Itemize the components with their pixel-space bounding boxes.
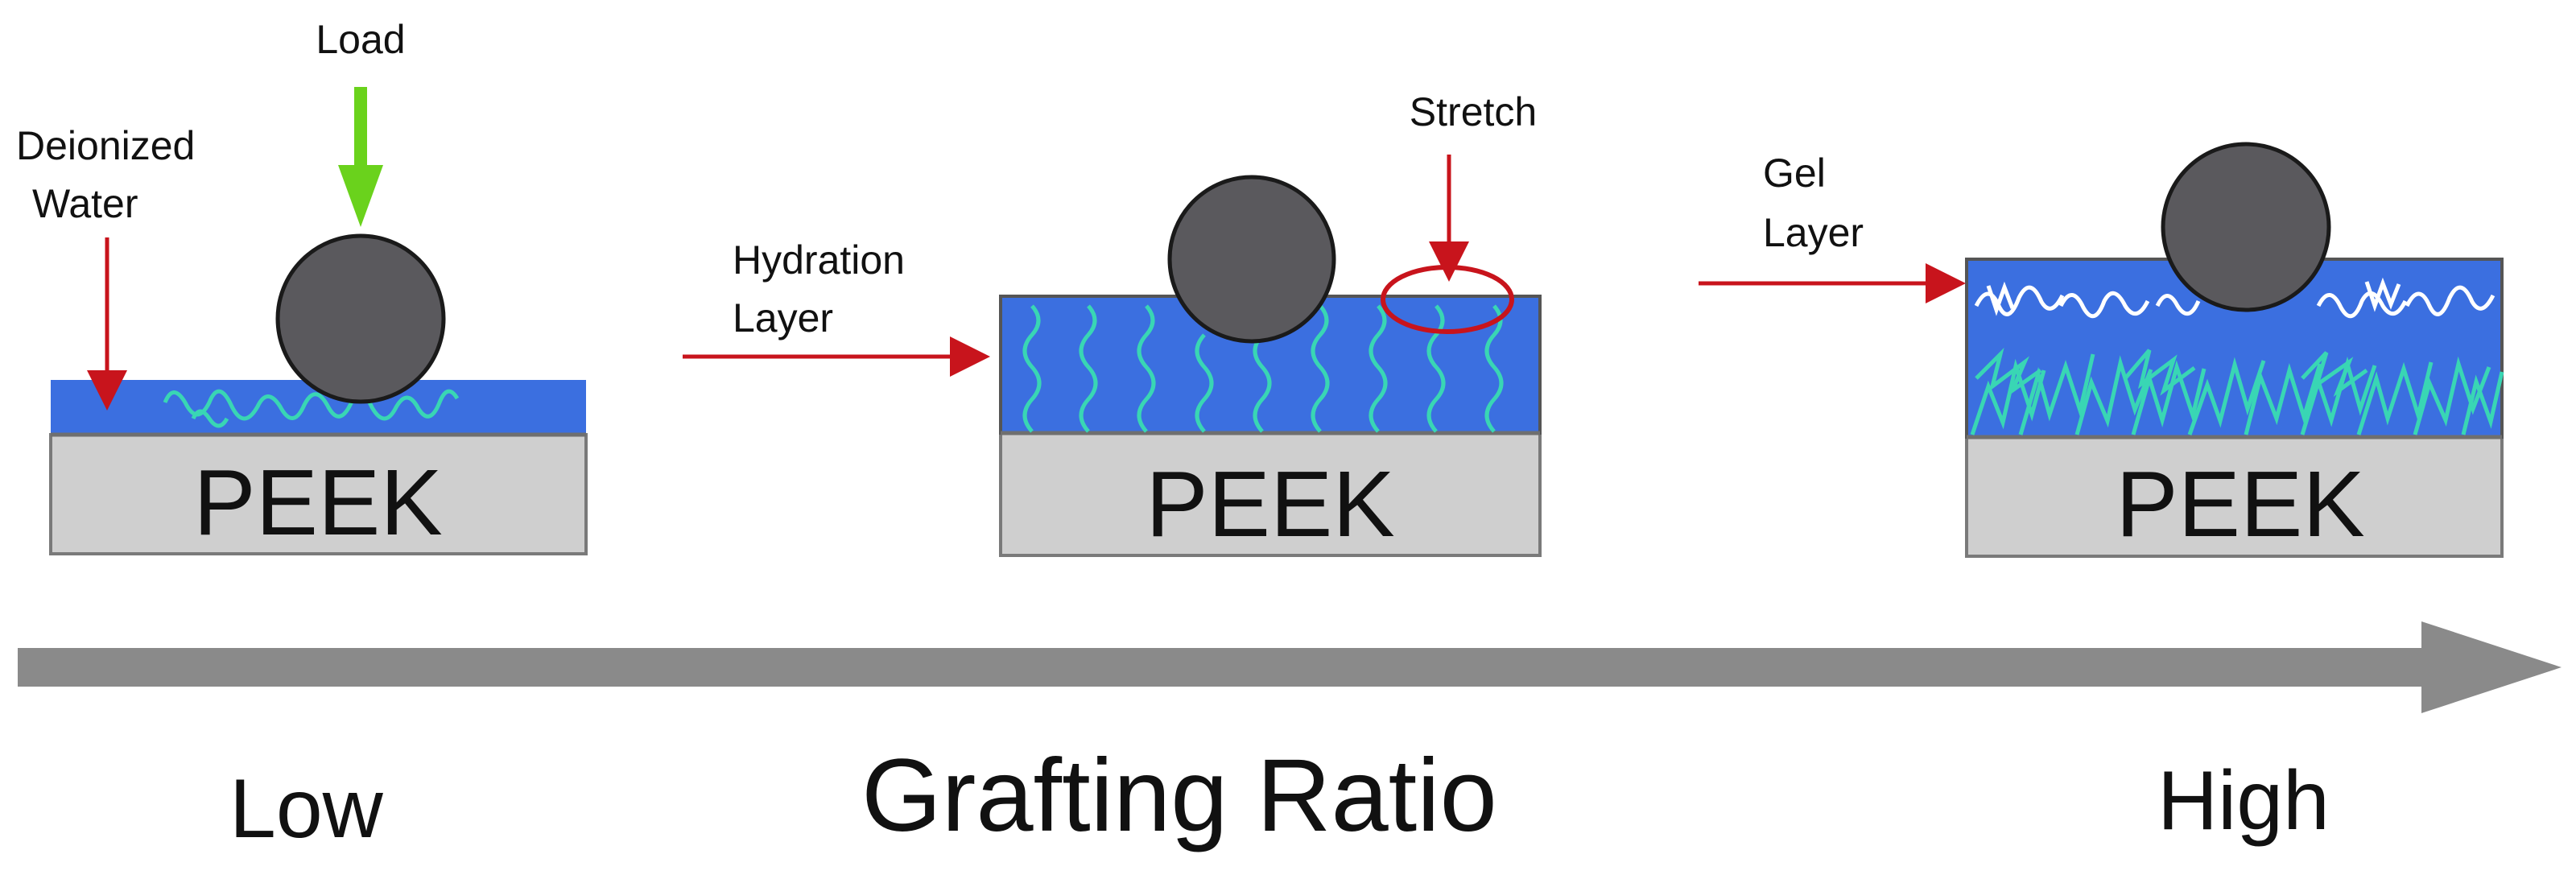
panel-low: PEEK Load Deionized Water	[16, 17, 588, 555]
deionized-label: Deionized	[16, 123, 195, 168]
panel-high: PEEK Gel Layer	[1699, 142, 2504, 558]
polymer-chains-medium	[1022, 304, 1504, 433]
hydration-layer-label: Layer	[733, 295, 833, 340]
gel-surface-chains	[1974, 277, 2496, 319]
water-label: Water	[32, 181, 138, 226]
axis-arrow-shaft	[18, 648, 2425, 687]
panel-medium: PEEK Hydration Layer Stretch	[683, 89, 1542, 557]
grafting-ratio-axis: Low Grafting Ratio High	[18, 621, 2562, 856]
axis-high-label: High	[2157, 754, 2330, 848]
stretch-circle	[1381, 265, 1514, 334]
hydration-label: Hydration	[733, 237, 905, 283]
peek-label-medium: PEEK	[1146, 452, 1394, 556]
load-ball-low	[275, 233, 446, 404]
peek-label-low: PEEK	[193, 450, 442, 555]
gel-layer-label: Layer	[1763, 210, 1864, 255]
load-ball-medium	[1167, 175, 1336, 344]
peek-substrate-high	[1965, 435, 2504, 558]
polymer-brush-high	[1970, 347, 2504, 435]
axis-low-label: Low	[229, 762, 384, 856]
axis-arrow-head	[2421, 621, 2562, 713]
stretch-label: Stretch	[1410, 89, 1537, 134]
gel-label: Gel	[1763, 151, 1826, 196]
axis-title: Grafting Ratio	[861, 738, 1497, 853]
load-label: Load	[316, 17, 405, 62]
load-arrow	[338, 165, 383, 227]
polymer-chain-low	[163, 389, 460, 421]
peek-substrate-medium	[999, 431, 1542, 557]
peek-label-high: PEEK	[2116, 452, 2364, 556]
peek-substrate-low	[49, 433, 588, 555]
load-ball-high	[2161, 142, 2331, 312]
